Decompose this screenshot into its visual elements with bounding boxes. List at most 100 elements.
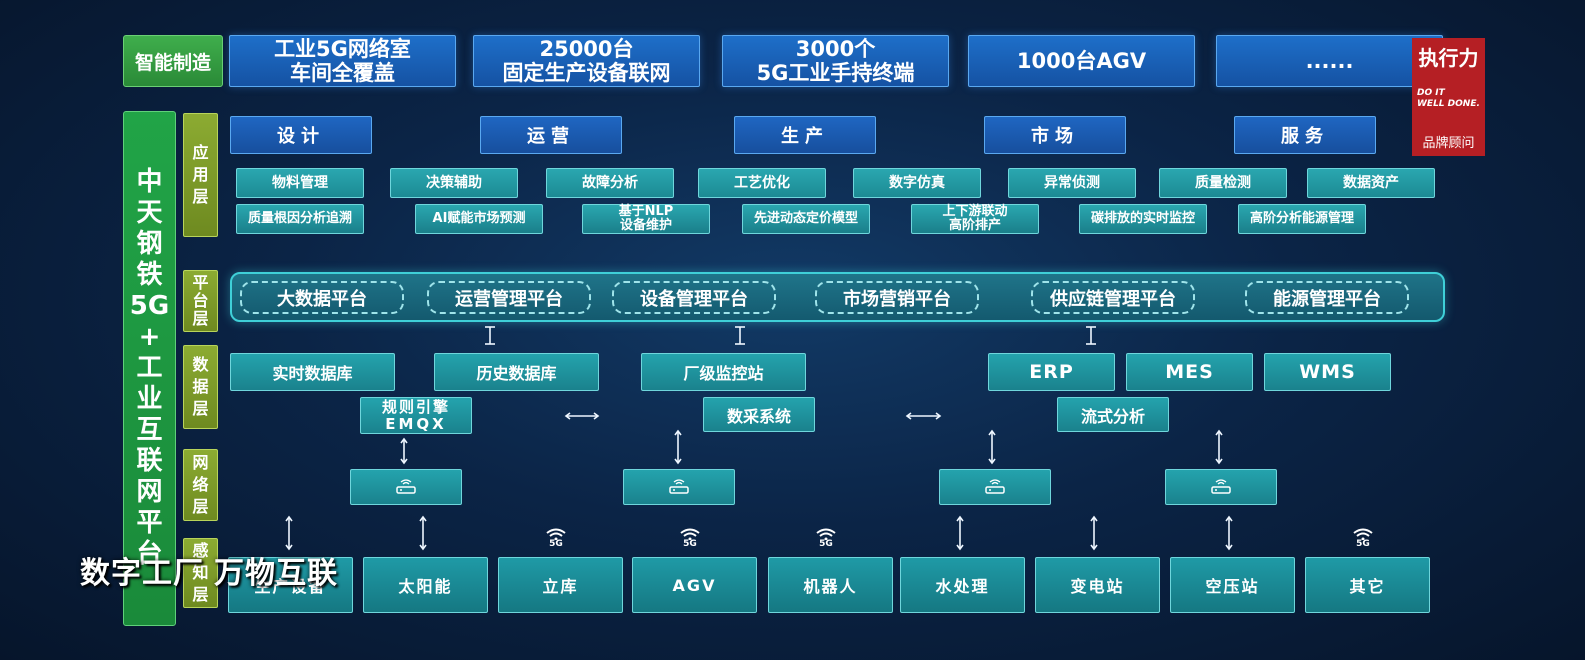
header-card-more: ...... bbox=[1216, 35, 1443, 87]
device-item: 机器人 bbox=[768, 557, 893, 613]
network-node bbox=[1165, 469, 1277, 505]
data-item: 流式分析 bbox=[1057, 397, 1169, 432]
network-node bbox=[939, 469, 1051, 505]
app-item: 数据资产 bbox=[1307, 168, 1435, 198]
5g-wifi-icon: 5G bbox=[1349, 525, 1377, 551]
header-card-line1: 25000台 bbox=[539, 37, 634, 61]
layer-label-network: 网络层 bbox=[183, 449, 218, 521]
app-item: 数字仿真 bbox=[853, 168, 981, 198]
category-operation: 运营 bbox=[480, 116, 622, 154]
device-item: 太阳能 bbox=[363, 557, 488, 613]
header-card-line1: 1000台AGV bbox=[1016, 49, 1147, 73]
app-item: 异常侦测 bbox=[1008, 168, 1136, 198]
network-node bbox=[350, 469, 462, 505]
platform-name-char: 业 bbox=[136, 384, 163, 414]
category-market: 市场 bbox=[984, 116, 1126, 154]
router-icon bbox=[985, 479, 1005, 494]
data-item: 实时数据库 bbox=[230, 353, 395, 391]
header-card-line2: 5G工业手持终端 bbox=[756, 61, 915, 85]
layer-label-data: 数据层 bbox=[183, 345, 218, 429]
app-item: 工艺优化 bbox=[698, 168, 826, 198]
app-item-line1: 基于NLP bbox=[618, 204, 674, 219]
device-item: 变电站 bbox=[1035, 557, 1160, 613]
device-item: AGV bbox=[632, 557, 757, 613]
category-service: 服务 bbox=[1234, 116, 1376, 154]
brand-slogan-line2: WELL DONE. bbox=[1417, 99, 1480, 109]
app-item: 先进动态定价模型 bbox=[742, 204, 870, 234]
data-item: 厂级监控站 bbox=[641, 353, 806, 391]
app-item: 质量检测 bbox=[1159, 168, 1287, 198]
platform-item: 设备管理平台 bbox=[612, 281, 776, 314]
header-card-terminals: 3000个 5G工业手持终端 bbox=[722, 35, 949, 87]
layer-label-platform: 平台层 bbox=[183, 270, 218, 332]
app-item: AI赋能市场预测 bbox=[415, 204, 543, 234]
data-item-line1: 规则引擎 bbox=[381, 397, 450, 416]
platform-name-char: 互 bbox=[136, 415, 163, 445]
device-item: 其它 bbox=[1305, 557, 1430, 613]
platform-item: 供应链管理平台 bbox=[1031, 281, 1195, 314]
caption-right: 万物互联 bbox=[214, 556, 338, 591]
header-card-network: 工业5G网络室 车间全覆盖 bbox=[229, 35, 456, 87]
app-item: 上下游联动高阶排产 bbox=[911, 204, 1039, 234]
device-item: 空压站 bbox=[1170, 557, 1295, 613]
app-item-line2: 高阶排产 bbox=[948, 218, 1001, 233]
data-item: WMS bbox=[1264, 353, 1391, 391]
platform-item: 大数据平台 bbox=[240, 281, 404, 314]
header-card-agv: 1000台AGV bbox=[968, 35, 1195, 87]
data-item: ERP bbox=[988, 353, 1115, 391]
data-item: 历史数据库 bbox=[434, 353, 599, 391]
header-card-devices: 25000台 固定生产设备联网 bbox=[473, 35, 700, 87]
platform-name-char: 平 bbox=[136, 508, 163, 538]
brand-slogan: DO IT WELL DONE. bbox=[1417, 88, 1485, 110]
platform-name-char: 天 bbox=[136, 198, 163, 228]
data-item: 数采系统 bbox=[703, 397, 815, 432]
header-card-line1: ...... bbox=[1305, 49, 1354, 73]
platform-name-char: 台 bbox=[136, 539, 163, 569]
app-item: 高阶分析能源管理 bbox=[1238, 204, 1366, 234]
platform-item: 能源管理平台 bbox=[1245, 281, 1409, 314]
platform-name-char: 网 bbox=[136, 477, 163, 507]
category-production: 生产 bbox=[734, 116, 876, 154]
device-item: 水处理 bbox=[900, 557, 1025, 613]
device-item: 立库 bbox=[498, 557, 623, 613]
platform-name-char: + bbox=[138, 322, 161, 352]
app-item: 故障分析 bbox=[546, 168, 674, 198]
platform-name-char: 联 bbox=[136, 446, 163, 476]
category-design: 设计 bbox=[230, 116, 372, 154]
header-card-line2: 固定生产设备联网 bbox=[502, 61, 671, 85]
header-card-line1: 工业5G网络室 bbox=[274, 37, 411, 61]
platform-item: 市场营销平台 bbox=[815, 281, 979, 314]
platform-name-char: 中 bbox=[136, 167, 163, 197]
5g-wifi-icon: 5G bbox=[812, 525, 840, 551]
5g-wifi-icon: 5G bbox=[542, 525, 570, 551]
platform-name-char: 工 bbox=[136, 353, 163, 383]
platform-name-char: 铁 bbox=[136, 260, 163, 290]
layer-label-perception: 感知层 bbox=[183, 538, 218, 608]
device-item: 生产设备 bbox=[228, 557, 353, 613]
app-item: 质量根因分析追溯 bbox=[236, 204, 364, 234]
app-item-line2: 设备维护 bbox=[619, 218, 672, 233]
data-item-line2: EMQX bbox=[385, 414, 447, 433]
brand-logo: 执行力 DO IT WELL DONE. 品牌顾问 bbox=[1412, 38, 1485, 156]
router-icon bbox=[1211, 479, 1231, 494]
platform-name-char: 5G bbox=[129, 291, 170, 321]
app-item: 碳排放的实时监控 bbox=[1079, 204, 1207, 234]
data-item: 规则引擎 EMQX bbox=[360, 397, 472, 434]
layer-label-app: 应用层 bbox=[183, 113, 218, 237]
brand-role: 品牌顾问 bbox=[1422, 135, 1475, 151]
brand-slogan-line1: DO IT bbox=[1417, 88, 1445, 98]
platform-name-char: 钢 bbox=[136, 229, 163, 259]
caption-left: 数字工厂 bbox=[80, 556, 204, 591]
router-icon bbox=[396, 479, 416, 494]
5g-wifi-icon: 5G bbox=[676, 525, 704, 551]
app-item-line1: 上下游联动 bbox=[942, 204, 1008, 219]
smart-manufacturing-title: 智能制造 bbox=[123, 35, 223, 87]
header-card-line1: 3000个 bbox=[795, 37, 876, 61]
app-item: 决策辅助 bbox=[390, 168, 518, 198]
header-card-line2: 车间全覆盖 bbox=[290, 61, 395, 85]
network-node bbox=[623, 469, 735, 505]
data-item: MES bbox=[1126, 353, 1253, 391]
router-icon bbox=[669, 479, 689, 494]
